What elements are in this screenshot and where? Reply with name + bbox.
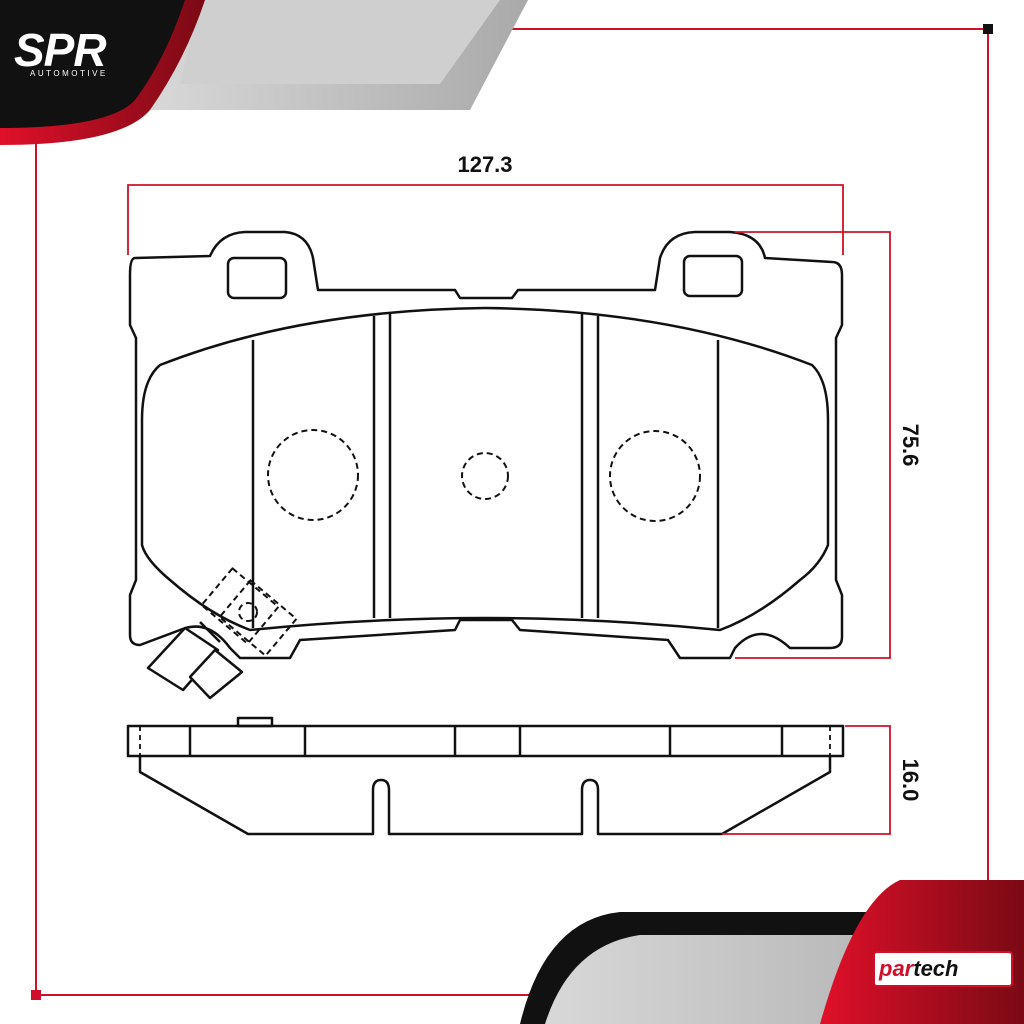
svg-text:partech: partech bbox=[878, 956, 959, 981]
svg-text:SPR: SPR bbox=[14, 24, 106, 76]
width-dimension: 127.3 bbox=[127, 152, 844, 255]
wear-sensor bbox=[146, 567, 298, 700]
thickness-dimension: 16.0 bbox=[722, 725, 923, 835]
piston-outlines bbox=[267, 429, 701, 522]
height-value: 75.6 bbox=[898, 424, 923, 467]
partech-logo: partech bbox=[878, 956, 959, 981]
frame-border bbox=[31, 24, 993, 1000]
svg-text:AUTOMOTIVE: AUTOMOTIVE bbox=[30, 69, 108, 78]
pad-front-view bbox=[128, 230, 844, 660]
thickness-value: 16.0 bbox=[898, 759, 923, 802]
top-left-banner bbox=[0, 0, 528, 145]
pad-side-view bbox=[126, 716, 845, 836]
spr-logo: SPR AUTOMOTIVE bbox=[14, 24, 108, 78]
bottom-right-banner bbox=[520, 880, 1024, 1024]
width-value: 127.3 bbox=[457, 152, 512, 177]
height-dimension: 75.6 bbox=[735, 231, 923, 659]
